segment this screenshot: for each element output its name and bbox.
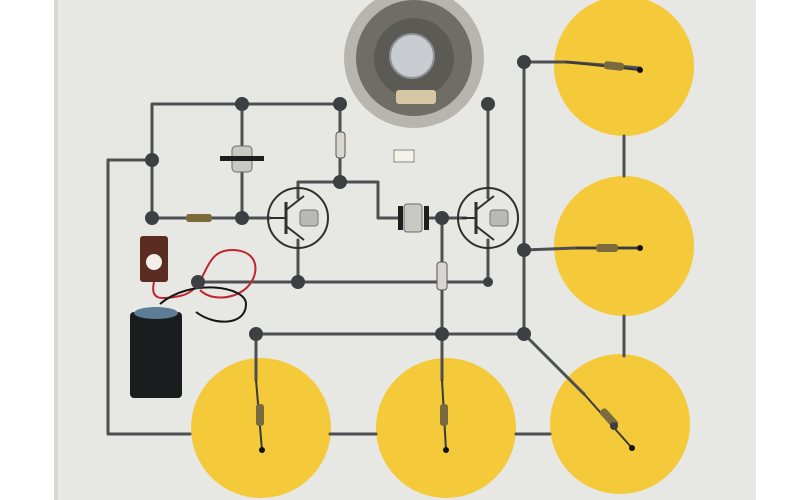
resistor-top-left (186, 214, 212, 222)
small-label-tag (393, 149, 415, 163)
resistor-vertical-top (335, 131, 346, 159)
battery-body (130, 312, 182, 398)
transistors (267, 187, 519, 249)
capacitor-mark-left (220, 156, 264, 161)
resistor-middle-right (596, 244, 618, 252)
resistor-vertical-middle (436, 261, 448, 291)
speaker (344, 0, 484, 128)
resistor-bottom-middle (440, 404, 448, 426)
capacitor-plate-a (398, 206, 403, 230)
pad-bottom-right (550, 354, 690, 494)
transistor-1-body (299, 209, 319, 227)
capacitor-middle (403, 203, 423, 233)
board-edge (54, 0, 58, 500)
transistor-2-body (489, 209, 509, 227)
resistor-top-right (603, 61, 625, 71)
transistor-2-ring (457, 187, 519, 249)
pad-bottom-middle (376, 358, 516, 498)
pad-end-dots (259, 67, 643, 453)
junction-nodes (145, 55, 618, 430)
switch-button (146, 254, 162, 270)
battery-assembly (130, 248, 257, 398)
resistor-bottom-left (256, 404, 264, 426)
speaker-terminal (396, 90, 436, 104)
capacitors (220, 145, 429, 233)
black-wire (159, 286, 248, 323)
pad-middle-right (554, 176, 694, 316)
speaker-magnet (389, 33, 435, 79)
battery-cap (134, 307, 178, 319)
capacitor-plate-b (424, 206, 429, 230)
transistor-1-ring (267, 187, 329, 249)
switch (140, 236, 168, 282)
